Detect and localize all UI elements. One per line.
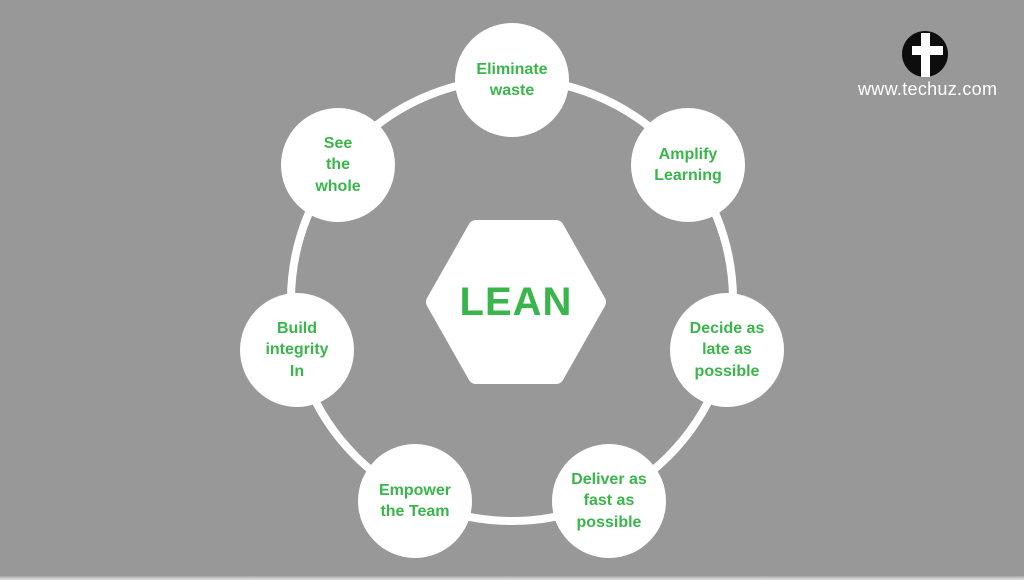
bottom-edge-highlight [0, 576, 1024, 580]
principle-deliver-fast: Deliver as fast as possible [552, 444, 666, 558]
principle-decide-late: Decide as late as possible [670, 293, 784, 407]
principle-see-whole: See the whole [281, 108, 395, 222]
center-title: LEAN [459, 279, 573, 324]
website-url: www.techuz.com [858, 79, 998, 99]
principle-empower-team: Empower the Team [358, 444, 472, 558]
techuz-cross-logo-icon [902, 31, 948, 77]
principle-build-integrity: Build integrity In [240, 293, 354, 407]
principle-amplify-learning: Amplify Learning [631, 108, 745, 222]
lean-hexagon [426, 220, 606, 384]
principle-eliminate-waste: Eliminate waste [455, 23, 569, 137]
